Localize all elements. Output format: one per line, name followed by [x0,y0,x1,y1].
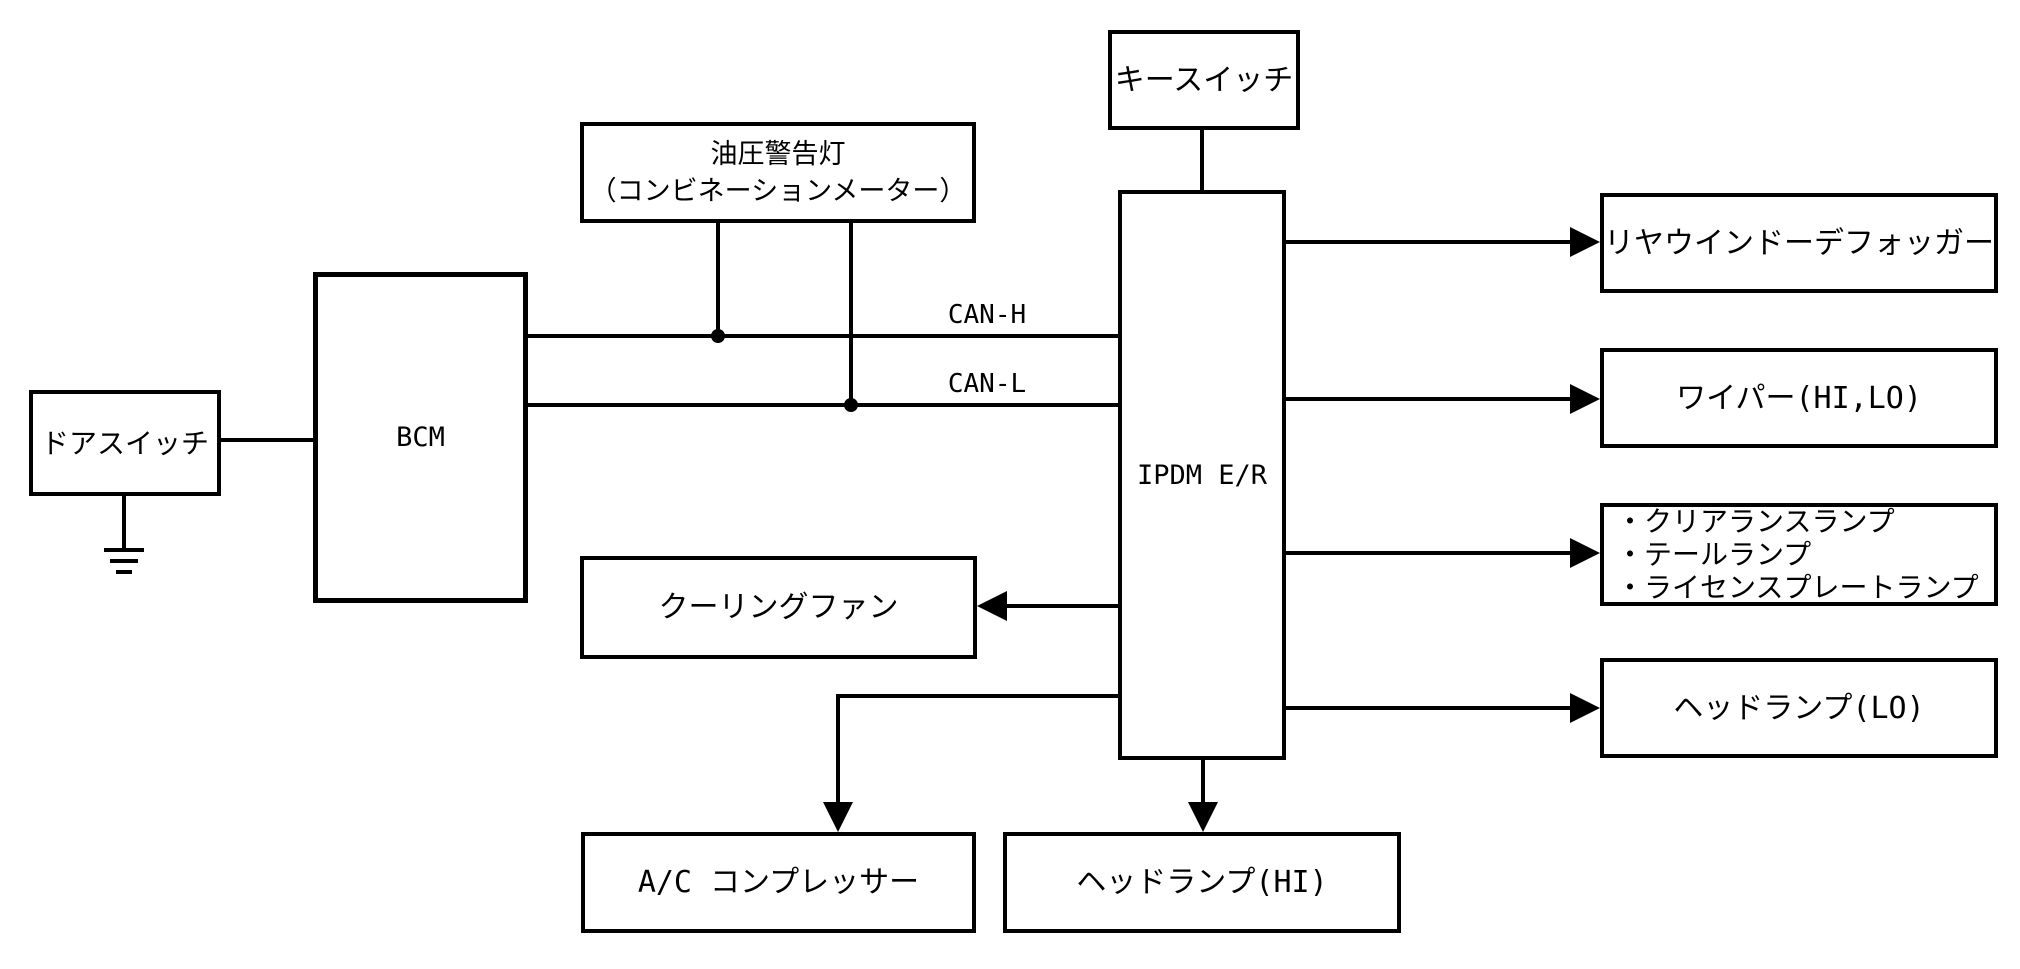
connector-ipdm-to-defogger [1286,240,1571,244]
node-key-switch: キースイッチ [1108,30,1300,130]
node-rear-window-defogger-label: リヤウインドーデフォッガー [1604,225,1994,261]
node-ipdm-er: IPDM E/R [1118,190,1286,760]
node-oil-pressure-warning-lamp: 油圧警告灯 （コンビネーションメーター） [580,122,976,223]
node-cooling-fan: クーリングファン [580,556,977,659]
node-ac-compressor: A/C コンプレッサー [581,832,976,933]
can-l-label: CAN-L [947,369,1027,399]
connector-ipdm-to-headlamp-lo [1286,706,1571,710]
node-door-switch-label: ドアスイッチ [40,426,209,460]
arrowhead-defogger [1570,227,1600,257]
arrowhead-lamps-group [1570,538,1600,568]
node-bcm-label: BCM [396,422,445,453]
connector-ipdm-to-ac-vertical [836,694,840,804]
ground-bar-3 [116,570,132,574]
arrowhead-wiper [1570,384,1600,414]
node-headlamp-hi: ヘッドランプ(HI) [1003,832,1401,933]
connector-ipdm-to-lamps-group [1286,551,1571,555]
node-door-switch: ドアスイッチ [29,390,221,496]
arrowhead-ac-compressor [823,802,853,832]
connector-ipdm-to-headlamp-hi [1201,760,1205,804]
can-h-label: CAN-H [947,300,1027,330]
node-key-switch-label: キースイッチ [1114,62,1294,98]
lamps-group-item-tail: ・テールランプ [1616,538,1812,571]
ground-bar-1 [104,548,144,552]
can-h-line [527,334,1118,338]
node-ipdm-er-label: IPDM E/R [1136,459,1268,491]
arrowhead-headlamp-lo [1570,693,1600,723]
connector-ipdm-to-wiper [1286,397,1571,401]
connector-ipdm-to-cooling-fan [1004,604,1118,608]
node-ac-compressor-label: A/C コンプレッサー [637,865,920,900]
node-wiper-label: ワイパー(HI,LO) [1676,380,1922,416]
junction-dot-can-l [844,398,858,412]
node-wiper: ワイパー(HI,LO) [1600,348,1998,448]
junction-dot-can-h [711,329,725,343]
node-headlamp-lo-label: ヘッドランプ(LO) [1673,690,1925,726]
ground-bar-2 [110,559,138,563]
connector-ipdm-to-ac-horizontal [836,694,1118,698]
node-cooling-fan-label: クーリングファン [658,590,899,625]
node-headlamp-lo: ヘッドランプ(LO) [1600,658,1998,758]
node-oil-warning-label-line2: （コンビネーションメーター） [589,175,967,207]
can-l-line [527,403,1118,407]
connector-door-switch-to-bcm [221,438,313,442]
connector-key-switch-to-ipdm [1200,130,1204,190]
connector-oil-warning-to-can-l [849,223,853,405]
node-bcm: BCM [313,272,528,603]
lamps-group-item-license-plate: ・ライセンスプレートランプ [1616,571,1979,604]
node-rear-window-defogger: リヤウインドーデフォッガー [1600,193,1998,293]
arrowhead-headlamp-hi [1188,802,1218,832]
ground-stem [122,496,126,550]
node-lamps-group: ・クリアランスランプ ・テールランプ ・ライセンスプレートランプ [1600,503,1998,606]
arrowhead-cooling-fan [977,591,1007,621]
node-oil-warning-label-line1: 油圧警告灯 [710,138,846,170]
connector-oil-warning-to-can-h [716,223,720,336]
lamps-group-item-clearance: ・クリアランスランプ [1616,505,1895,538]
node-headlamp-hi-label: ヘッドランプ(HI) [1076,865,1328,900]
